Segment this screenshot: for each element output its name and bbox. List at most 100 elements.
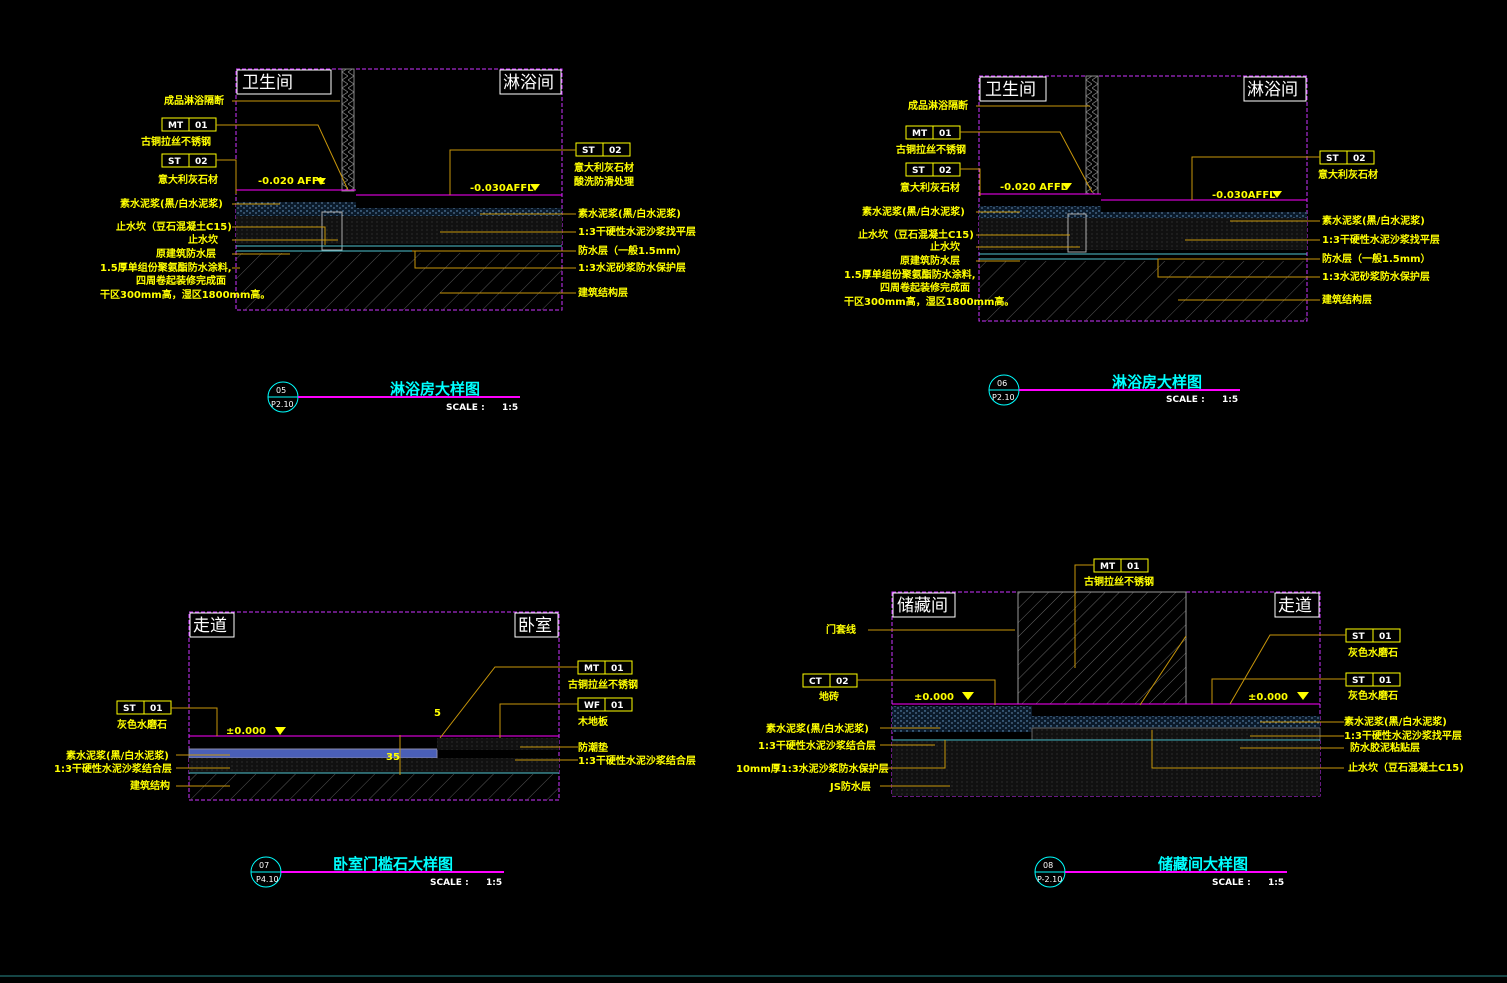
svg-text:CT: CT [809,677,823,687]
water-stop-curb [1067,213,1087,253]
svg-text:灰色水磨石: 灰色水磨石 [117,718,167,731]
label: 原建筑防水层 [156,247,216,260]
door-frame [1017,591,1187,705]
level-marker-icon [962,692,974,700]
label: 1.5厚单组份聚氨酯防水涂料, [100,261,232,274]
svg-text:古铜拉丝不锈钢: 古铜拉丝不锈钢 [896,143,966,156]
svg-text:01: 01 [611,701,624,711]
sheet-ref: P2.10 [992,393,1015,402]
dimension: 35 [386,752,400,763]
label: 建筑结构 [129,779,170,792]
scale-label: SCALE : [430,878,469,888]
svg-text:01: 01 [939,129,952,139]
room-label-left: 储藏间 [897,596,948,616]
water-stop-curb [1031,727,1321,741]
svg-text:MT: MT [912,129,928,139]
room-label-left: 卫生间 [985,80,1036,100]
level-marker-icon [1297,692,1309,700]
level-left: ±0.000 [914,692,954,703]
svg-text:ST: ST [912,166,925,176]
room-label-box [892,592,956,618]
label: 素水泥浆(黑/白水泥浆) [862,205,965,218]
svg-text:01: 01 [150,704,163,714]
room-label-right: 淋浴间 [1247,80,1298,100]
svg-text:ST: ST [1352,676,1365,686]
dimension: 5 [434,708,441,719]
structure-layer [236,253,562,310]
label: 防水胶泥粘贴层 [1350,741,1420,754]
svg-text:酸洗防滑处理: 酸洗防滑处理 [574,175,634,188]
scale-value: 1:5 [502,403,518,413]
svg-text:02: 02 [609,146,622,156]
level-left: -0.020 AFFL [1000,182,1068,193]
detail-number: 07 [259,861,269,870]
shower-partition [1085,75,1099,195]
room-label-box [499,69,562,95]
label: 防水层（一般1.5mm） [578,244,687,257]
label: 素水泥浆(黑/白水泥浆) [66,749,169,762]
label: 成品淋浴隔断 [164,94,224,107]
terrazzo-layer [1032,716,1320,728]
detail-06[interactable]: 卫生间 淋浴间 -0.020 AFFL -0.030AFFL MT 01 古铜拉丝… [844,75,1440,406]
scale-value: 1:5 [1222,395,1238,405]
label: 10mm厚1:3水泥沙浆防水保护层 [736,762,889,775]
room-label-box [1243,76,1307,102]
label: 1:3干硬性水泥沙浆找平层 [1322,233,1440,246]
scale-label: SCALE : [1212,878,1251,888]
label: 素水泥浆(黑/白水泥浆) [578,207,681,220]
label: 止水坎（豆石混凝土C15) [858,228,974,241]
label: 止水坎 [930,240,961,253]
svg-text:灰色水磨石: 灰色水磨石 [1348,689,1398,702]
scale-label: SCALE : [446,403,485,413]
svg-text:02: 02 [195,157,208,167]
room-label-box [979,76,1047,102]
level-left: -0.020 AFFL [258,176,326,187]
svg-text:01: 01 [1379,676,1392,686]
detail-frame [978,75,1308,322]
room-label-left: 卫生间 [242,73,293,93]
svg-text:MT: MT [1100,562,1116,572]
label: 干区300mm高，湿区1800mm高。 [844,295,1014,308]
label: 建筑结构层 [1321,293,1372,306]
svg-text:01: 01 [1379,632,1392,642]
level: ±0.000 [226,726,266,737]
room-label-right: 卧室 [518,616,552,636]
label: 1:3干硬性水泥沙浆结合层 [758,739,876,752]
room-label-box [236,69,332,95]
svg-text:01: 01 [195,121,208,131]
level-right: -0.030AFFL [1212,190,1276,201]
label: JS防水层 [829,780,871,793]
level-marker-icon [275,727,286,735]
sheet-ref: P2.10 [271,400,294,409]
label: 止水坎 [188,233,219,246]
label: 防水层（一般1.5mm） [1322,252,1431,265]
structure-layer [189,774,559,800]
sheet-ref: P4.10 [256,875,279,884]
label: 素水泥浆(黑/白水泥浆) [120,197,223,210]
water-stop-curb [321,211,343,251]
detail-title: 卧室门槛石大样图 [333,855,453,873]
room-label-box [189,612,235,638]
detail-number: 08 [1043,861,1053,870]
detail-title: 淋浴房大样图 [1112,373,1202,391]
material-tag-st01-b: ST 01 灰色水磨石 [1345,672,1401,702]
svg-text:02: 02 [939,166,952,176]
svg-text:ST: ST [582,146,595,156]
svg-text:意大利灰石材: 意大利灰石材 [900,181,960,194]
svg-text:木地板: 木地板 [577,715,609,728]
label: 止水坎（豆石混凝土C15) [1348,761,1464,774]
label: 四周卷起装修完成面 [136,274,226,287]
svg-text:古铜拉丝不锈钢: 古铜拉丝不锈钢 [1084,575,1154,588]
scale-value: 1:5 [1268,878,1284,888]
wood-floor [437,738,559,750]
